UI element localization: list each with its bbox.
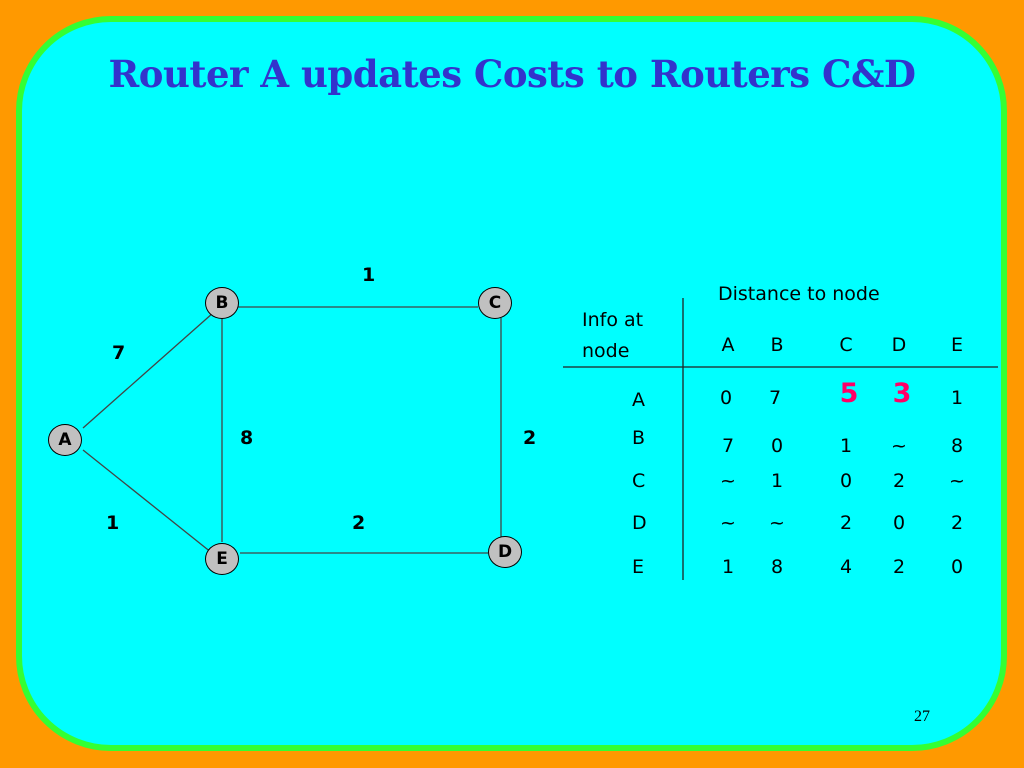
weight-b-c: 1 <box>362 264 376 286</box>
col-header-e: E <box>950 334 963 356</box>
cell-d-e: 2 <box>950 512 964 534</box>
weight-a-b: 7 <box>112 342 126 364</box>
weight-c-d: 2 <box>523 427 537 449</box>
cell-a-d-updated: 3 <box>892 378 912 409</box>
cell-b-d: ~ <box>891 435 907 457</box>
row-label-c: C <box>632 470 646 492</box>
cell-e-a: 1 <box>721 556 735 578</box>
node-d: D <box>488 536 522 568</box>
info-header-line2: node <box>582 340 630 362</box>
node-a: A <box>48 424 82 456</box>
col-header-d: D <box>891 334 907 356</box>
col-header-a: A <box>721 334 735 356</box>
distance-header: Distance to node <box>718 283 880 305</box>
info-header-line1: Info at <box>582 309 644 331</box>
slide-panel <box>16 16 1007 751</box>
cell-b-b: 0 <box>770 435 784 457</box>
row-label-b: B <box>632 427 646 449</box>
cell-b-c: 1 <box>839 435 853 457</box>
cell-a-b: 7 <box>768 387 782 409</box>
cell-c-e: ~ <box>949 470 965 492</box>
cell-a-a: 0 <box>719 387 733 409</box>
cell-c-b: 1 <box>770 470 784 492</box>
cell-c-a: ~ <box>720 470 736 492</box>
slide-title: Router A updates Costs to Routers C&D <box>108 52 916 96</box>
cell-a-c-updated: 5 <box>839 378 859 409</box>
page-number: 27 <box>914 708 930 725</box>
edge-a-e <box>82 449 213 554</box>
row-label-e: E <box>632 556 645 578</box>
row-label-a: A <box>632 389 645 411</box>
weight-a-e: 1 <box>106 512 120 534</box>
cell-e-d: 2 <box>892 556 906 578</box>
cell-e-c: 4 <box>839 556 853 578</box>
cell-d-a: ~ <box>720 512 736 534</box>
cell-b-e: 8 <box>950 435 964 457</box>
cell-d-d: 0 <box>892 512 906 534</box>
col-header-c: C <box>839 334 853 356</box>
node-b: B <box>205 287 239 319</box>
cell-e-e: 0 <box>950 556 964 578</box>
cell-b-a: 7 <box>721 435 735 457</box>
weight-e-d: 2 <box>352 512 366 534</box>
node-e: E <box>205 543 239 575</box>
cell-c-c: 0 <box>839 470 853 492</box>
cell-d-b: ~ <box>769 512 785 534</box>
cell-e-b: 8 <box>770 556 784 578</box>
edge-a-b <box>82 304 223 429</box>
weight-b-e: 8 <box>240 427 254 449</box>
col-header-b: B <box>770 334 784 356</box>
cell-a-e: 1 <box>950 387 964 409</box>
cell-d-c: 2 <box>839 512 853 534</box>
cell-c-d: 2 <box>892 470 906 492</box>
node-c: C <box>478 287 512 319</box>
row-label-d: D <box>632 512 647 534</box>
